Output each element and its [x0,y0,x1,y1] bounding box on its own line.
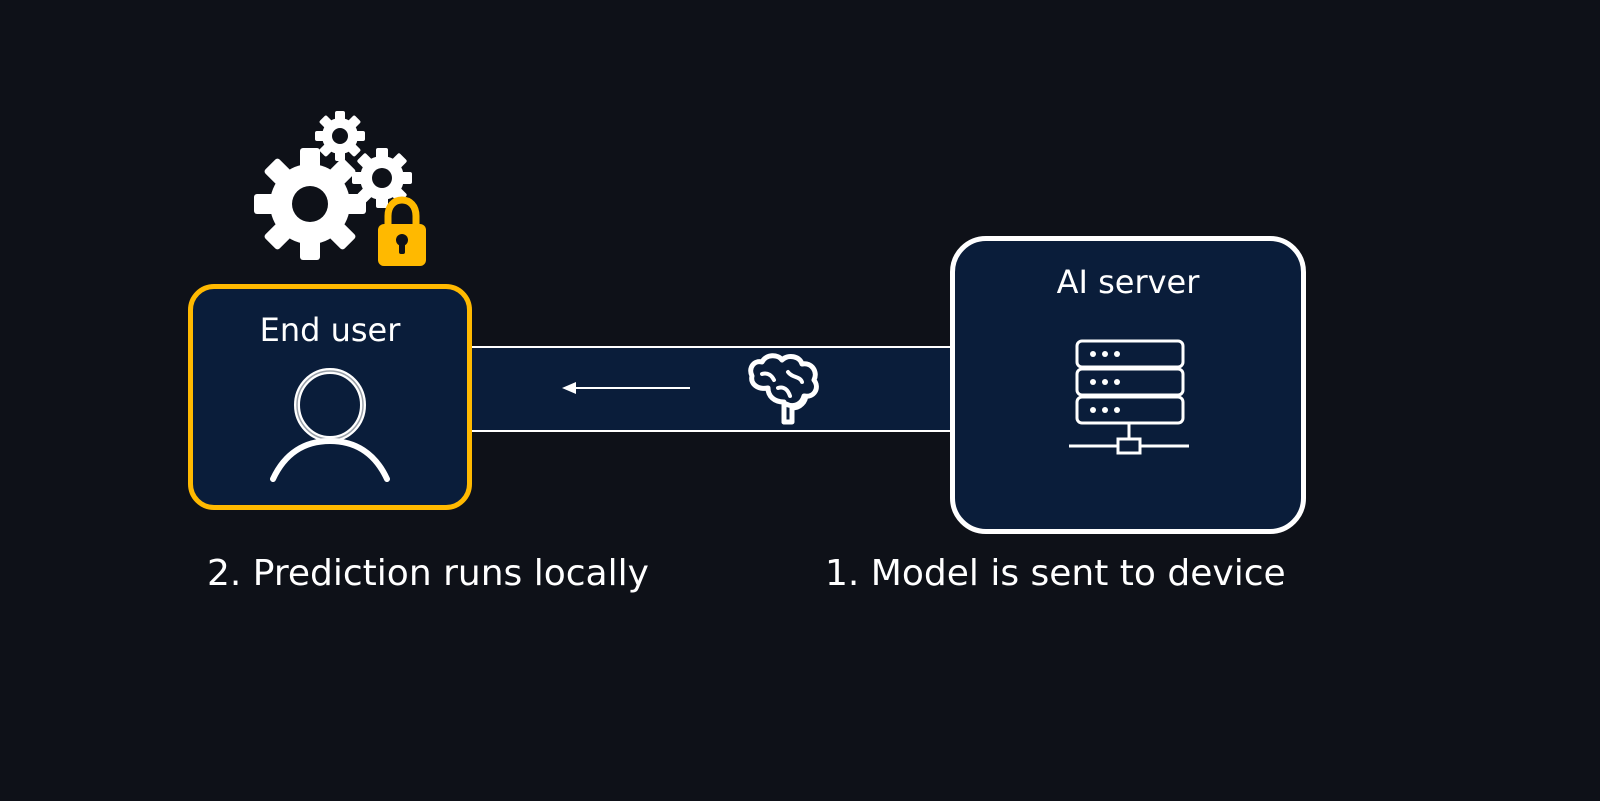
arrow-left-icon [562,382,690,394]
user-icon [270,368,390,482]
ai-server-box: AI server [950,236,1306,534]
ai-server-label: AI server [1056,263,1200,301]
gears-icon [254,111,412,260]
brain-icon [748,353,819,425]
prediction-caption: 2. Prediction runs locally [207,553,649,594]
end-user-label: End user [259,311,401,349]
end-user-box: End user [188,284,472,510]
lock-icon [378,196,426,266]
server-icon [1069,339,1189,455]
model-sent-caption: 1. Model is sent to device [825,553,1286,594]
model-transfer-channel [466,346,952,432]
